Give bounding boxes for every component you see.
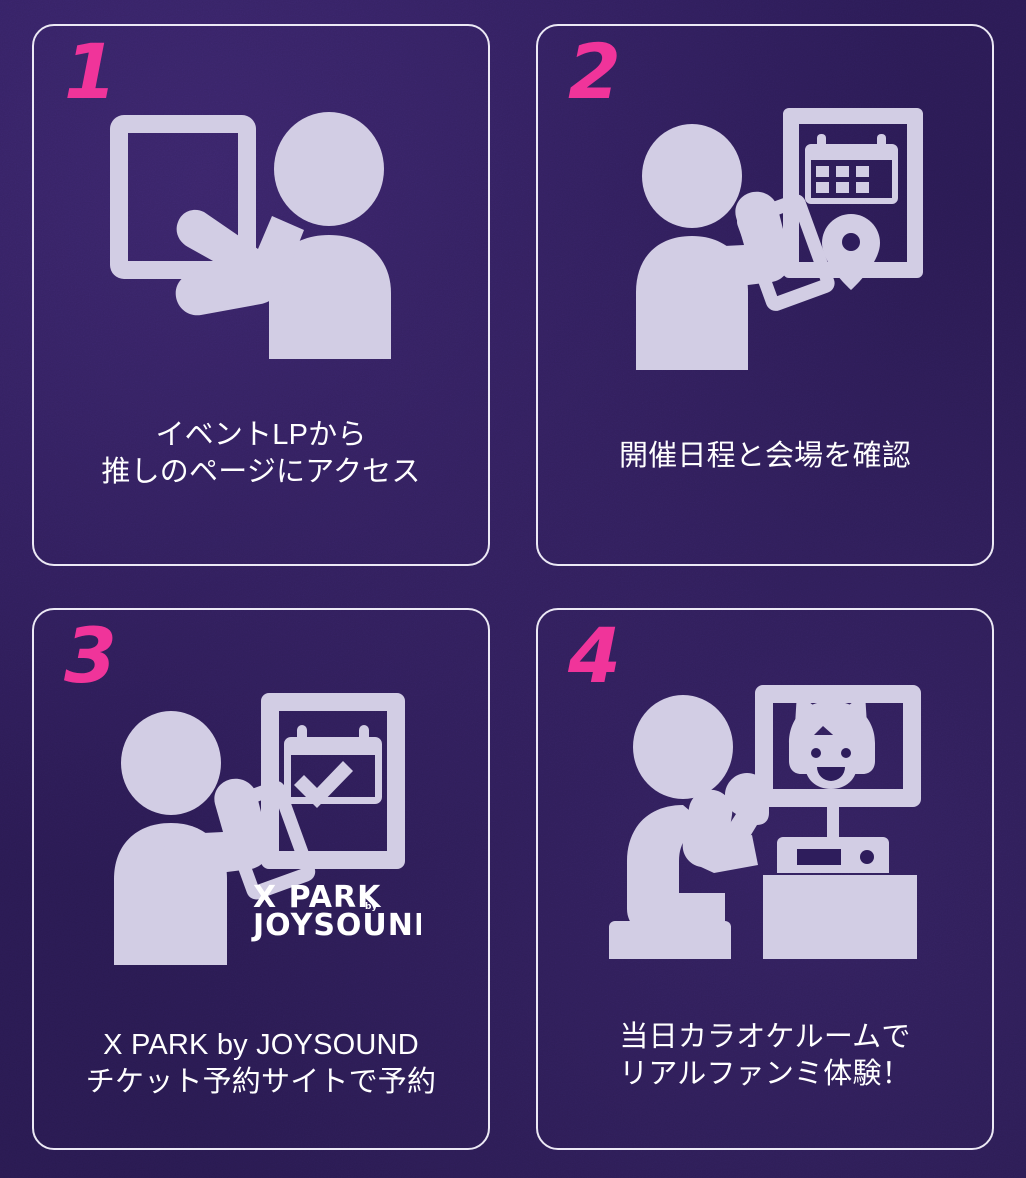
step-caption-4: 当日カラオケルームで リアルファンミ体験！ — [619, 1020, 911, 1091]
step-card-3[interactable]: 3 — [32, 608, 490, 1150]
step-card-2[interactable]: 2 — [536, 24, 994, 566]
step-card-1[interactable]: 1 イベントLPから 推しのページにアクセス — [32, 24, 490, 566]
person-phone-calendar-location-icon — [636, 108, 923, 371]
step-caption-3: X PARK by JOYSOUND チケット予約サイトで予約 — [85, 1028, 437, 1099]
step-card-4[interactable]: 4 — [536, 608, 994, 1150]
person-tapping-tablet-icon — [110, 112, 391, 360]
step-number-2: 2 — [568, 27, 621, 116]
step-icon-3: X PARK by JOYSOUND — [34, 610, 488, 1027]
svg-text:by: by — [365, 902, 377, 912]
step-icon-1 — [34, 26, 488, 417]
step-icon-2 — [538, 26, 992, 438]
step-icon-4 — [538, 610, 992, 1019]
xpark-joysound-logo: X PARK by JOYSOUND — [251, 880, 421, 943]
svg-text:JOYSOUND: JOYSOUND — [251, 908, 421, 943]
step-number-3: 3 — [64, 611, 117, 700]
step-number-4: 4 — [568, 611, 621, 700]
step-caption-1: イベントLPから 推しのページにアクセス — [101, 418, 421, 489]
step-number-1: 1 — [64, 27, 117, 116]
step-caption-2: 開催日程と会場を確認 — [618, 440, 911, 473]
svg-text:X PARK: X PARK — [253, 880, 382, 915]
person-singing-karaoke-monitor-icon — [609, 684, 921, 959]
person-phone-calendar-check-icon: X PARK by JOYSOUND — [114, 693, 421, 966]
